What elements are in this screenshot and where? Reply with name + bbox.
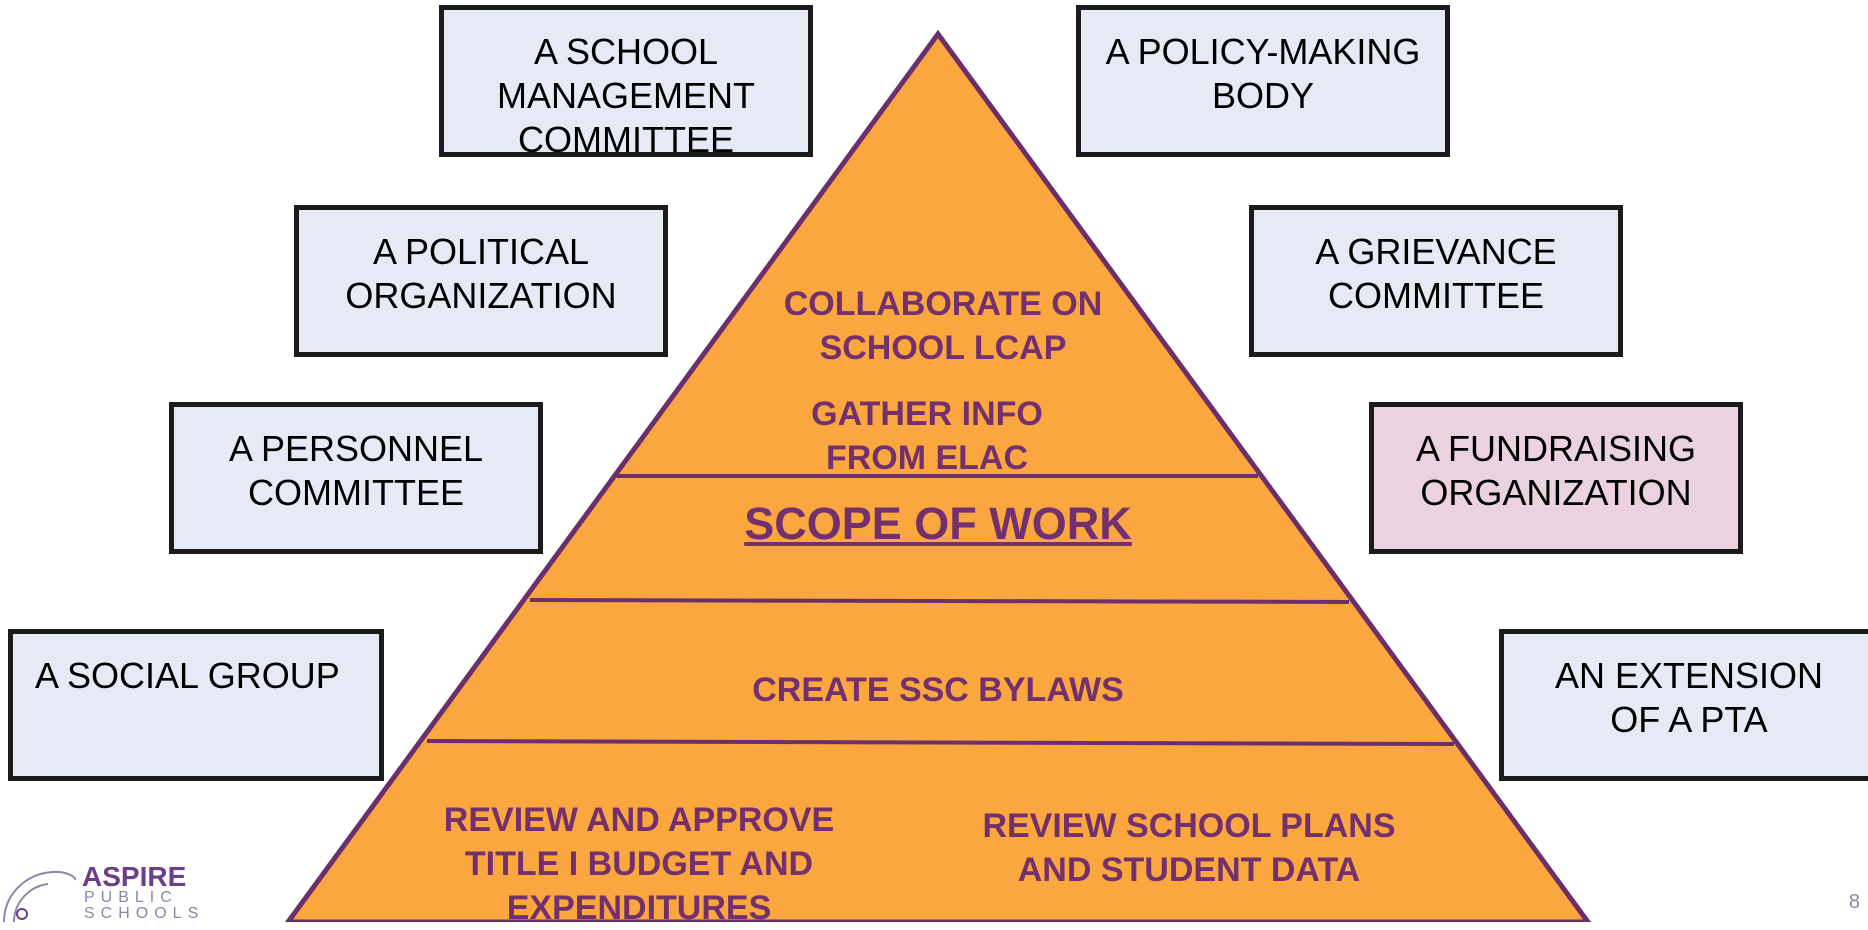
- page-number: 8: [1848, 891, 1860, 913]
- box-social-group: A SOCIAL GROUP: [8, 629, 384, 781]
- pyramid-text-scope-of-work: SCOPE OF WORK: [744, 498, 1132, 549]
- pyramid-text-bylaws: CREATE SSC BYLAWS: [752, 671, 1124, 709]
- box-policy-making-body: A POLICY-MAKING BODY: [1076, 5, 1450, 157]
- box-label: A SCHOOL MANAGEMENT COMMITTEE: [496, 31, 755, 160]
- box-label: A GRIEVANCE COMMITTEE: [1315, 231, 1557, 316]
- box-political-organization: A POLITICAL ORGANIZATION: [294, 205, 668, 357]
- pyramid-divider-3: [426, 739, 1455, 746]
- box-label: A POLITICAL ORGANIZATION: [345, 231, 617, 316]
- text-line: COLLABORATE ON: [783, 285, 1103, 323]
- box-label: AN EXTENSION OF A PTA: [1554, 655, 1824, 740]
- logo-subtitle: PUBLIC SCHOOLS: [84, 889, 205, 922]
- spiral-logo-icon: [3, 870, 76, 922]
- text-line: AND STUDENT DATA: [1017, 851, 1361, 889]
- aspire-logo: ASPIRE PUBLIC SCHOOLS: [0, 861, 198, 922]
- text-line: TITLE I BUDGET AND: [464, 845, 814, 883]
- text-line: FROM ELAC: [825, 439, 1029, 477]
- text-line: GATHER INFO: [811, 395, 1043, 433]
- box-label: A POLICY-MAKING BODY: [1105, 31, 1421, 116]
- box-school-management-committee: A SCHOOL MANAGEMENT COMMITTEE: [439, 5, 813, 160]
- logo-wordmark: ASPIRE: [82, 861, 187, 892]
- box-label: A PERSONNEL COMMITTEE: [228, 428, 484, 513]
- text-line: SCHOOL LCAP: [819, 329, 1067, 367]
- box-extension-of-pta: AN EXTENSION OF A PTA: [1499, 629, 1868, 781]
- box-label: A SOCIAL GROUP: [35, 655, 340, 696]
- box-label: A FUNDRAISING ORGANIZATION: [1415, 428, 1697, 513]
- text-line: REVIEW SCHOOL PLANS: [982, 807, 1396, 845]
- text-line: REVIEW AND APPROVE: [443, 801, 835, 839]
- pyramid-text-gather: GATHER INFO FROM ELAC: [727, 392, 1127, 480]
- pyramid-text-plans: REVIEW SCHOOL PLANS AND STUDENT DATA: [939, 804, 1439, 892]
- box-grievance-committee: A GRIEVANCE COMMITTEE: [1249, 205, 1623, 357]
- box-personnel-committee: A PERSONNEL COMMITTEE: [169, 402, 543, 554]
- pyramid-divider-2: [529, 598, 1350, 604]
- pyramid-text-budget: REVIEW AND APPROVE TITLE I BUDGET AND EX…: [389, 798, 889, 930]
- text-line: EXPENDITURES: [506, 889, 772, 927]
- box-fundraising-organization: A FUNDRAISING ORGANIZATION: [1369, 402, 1743, 554]
- pyramid-text-collaborate: COLLABORATE ON SCHOOL LCAP: [743, 282, 1143, 370]
